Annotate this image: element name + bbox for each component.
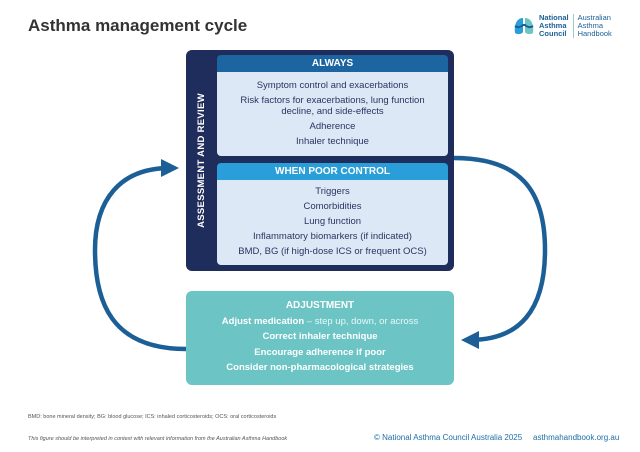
- list-item: Consider non-pharmacological strategies: [226, 362, 414, 373]
- page-title: Asthma management cycle: [28, 16, 248, 35]
- list-item: Inflammatory biomarkers (if indicated): [253, 231, 412, 242]
- assessment-review-label: ASSESSMENT AND REVIEW: [195, 93, 207, 228]
- always-list: Symptom control and exacerbations Risk f…: [217, 72, 448, 156]
- list-item: Adjust medication – step up, down, or ac…: [221, 315, 419, 327]
- list-item: Comorbidities: [303, 201, 362, 212]
- website-link[interactable]: asthmahandbook.org.au: [533, 433, 620, 442]
- list-item: Inhaler technique: [296, 136, 369, 147]
- lungs-logo-icon: [514, 18, 534, 35]
- adjustment-header: ADJUSTMENT: [285, 300, 355, 311]
- list-item: BMD, BG (if high-dose ICS or frequent OC…: [238, 246, 427, 257]
- list-item: Encourage adherence if poor: [254, 346, 386, 358]
- always-header: ALWAYS: [217, 55, 448, 72]
- list-item: Risk factors for exacerbations, lung fun…: [240, 95, 425, 117]
- list-item: Triggers: [315, 186, 350, 197]
- adjustment-box: ADJUSTMENT Adjust medication – step up, …: [186, 291, 454, 385]
- list-item: Correct inhaler technique: [262, 331, 378, 342]
- poor-control-header: WHEN POOR CONTROL: [217, 163, 448, 180]
- copyright: © National Asthma Council Australia 2025: [374, 433, 523, 442]
- list-item: Lung function: [303, 216, 362, 227]
- list-item: Symptom control and exacerbations: [256, 80, 409, 91]
- list-item: Adherence: [309, 121, 356, 132]
- abbreviations-note: BMD: bone mineral density; BG: blood glu…: [28, 414, 277, 420]
- arrow-to-adjustment: [453, 155, 548, 349]
- arrow-to-assessment: [92, 159, 187, 352]
- disclaimer: This figure should be interpreted in con…: [28, 436, 288, 442]
- poor-control-list: Triggers Comorbidities Lung function Inf…: [217, 180, 448, 265]
